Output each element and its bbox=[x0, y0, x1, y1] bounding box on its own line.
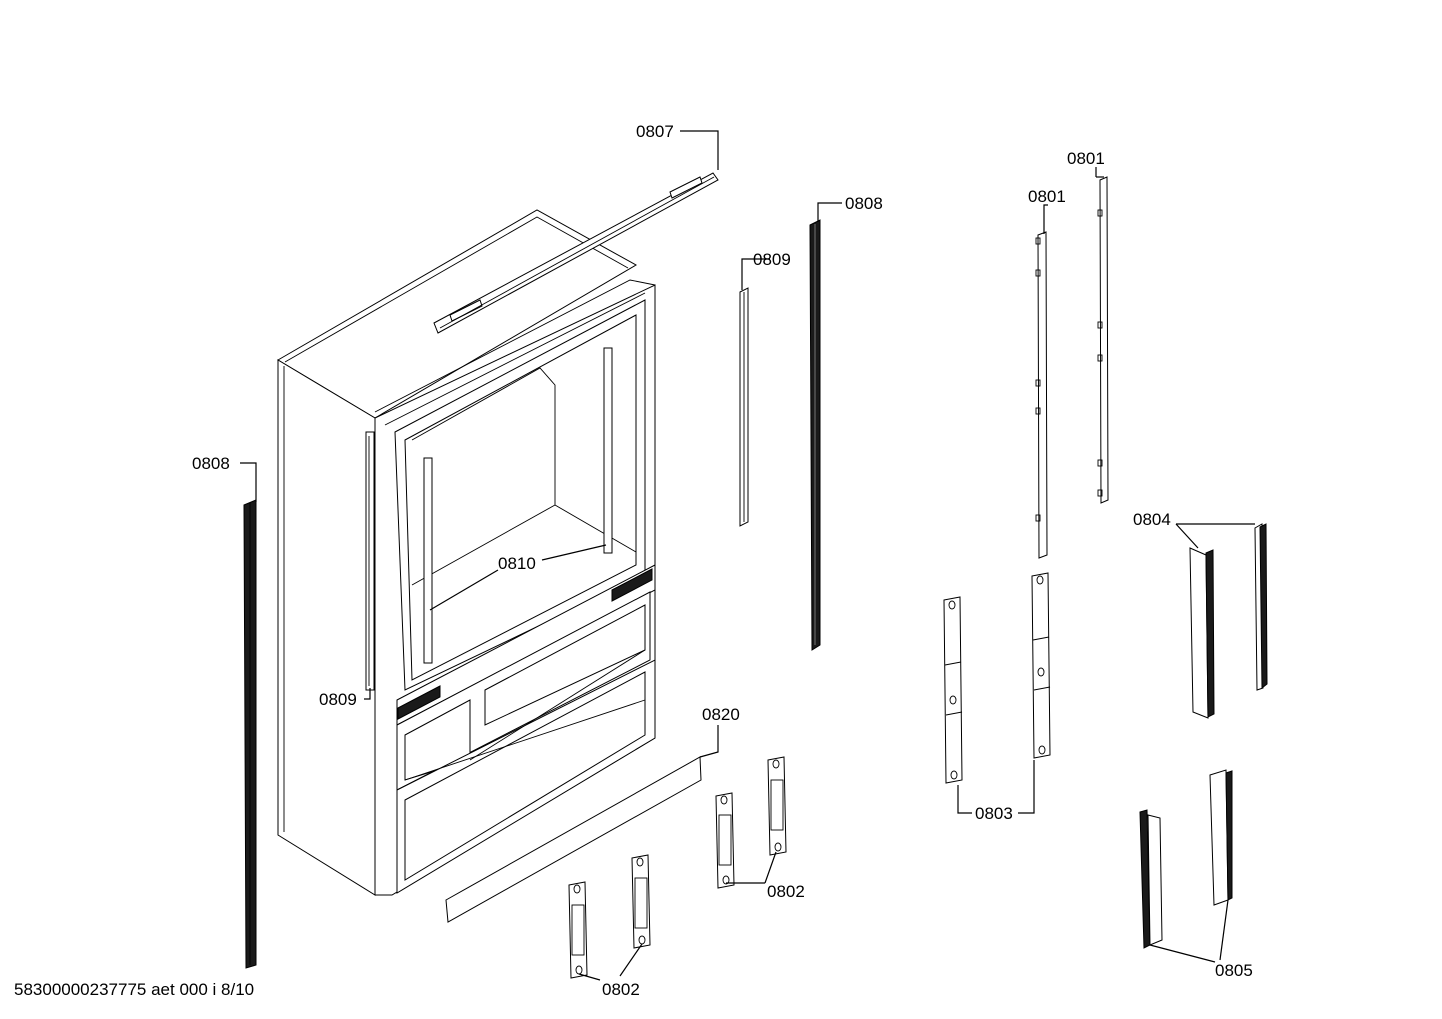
part-0805-profile-left bbox=[1139, 809, 1163, 949]
part-0805-profile-right bbox=[1209, 769, 1233, 906]
callout-0804: 0804 bbox=[1133, 510, 1171, 529]
leader-lines bbox=[240, 130, 1255, 981]
callout-0805: 0805 bbox=[1215, 961, 1253, 980]
part-0803-plate-left bbox=[943, 596, 963, 784]
part-0802-clip-mid-left bbox=[715, 792, 735, 889]
part-0808-left-seal bbox=[243, 499, 257, 969]
part-0803-plate-right bbox=[1031, 572, 1051, 759]
callout-0802-mid: 0802 bbox=[767, 882, 805, 901]
part-0801-bracket-right bbox=[1097, 176, 1109, 504]
part-0804-profile-right bbox=[1254, 523, 1268, 691]
callout-0803: 0803 bbox=[975, 804, 1013, 823]
callout-0808-right: 0808 bbox=[845, 194, 883, 213]
callout-0801-right: 0801 bbox=[1067, 149, 1105, 168]
cabinet-body bbox=[277, 209, 656, 896]
part-0807-top-rail bbox=[433, 172, 719, 334]
callout-0802-bottom: 0802 bbox=[602, 980, 640, 999]
part-0820-plinth-strip bbox=[445, 756, 702, 923]
callout-0820: 0820 bbox=[702, 705, 740, 724]
part-0809-right-seal bbox=[739, 287, 749, 527]
part-0802-clip-mid-right bbox=[767, 756, 787, 856]
part-0801-bracket-left bbox=[1035, 231, 1048, 559]
part-0808-right-seal bbox=[809, 219, 821, 651]
callout-0809-left: 0809 bbox=[319, 690, 357, 709]
part-0802-clip-bottom-left bbox=[568, 881, 588, 979]
callout-0808-left: 0808 bbox=[192, 454, 230, 473]
callout-0810: 0810 bbox=[498, 554, 536, 573]
document-code: 58300000237775 aet 000 i 8/10 bbox=[14, 980, 255, 999]
cabinet-side-seal bbox=[365, 431, 375, 691]
callout-0809-right: 0809 bbox=[753, 250, 791, 269]
callout-0801-left: 0801 bbox=[1028, 187, 1066, 206]
part-0802-clip-bottom-right bbox=[631, 854, 651, 949]
callout-0807: 0807 bbox=[636, 122, 674, 141]
callout-labels: 0807 0808 0809 0801 0801 0808 0810 0809 … bbox=[192, 122, 1253, 999]
part-0804-profile-left bbox=[1189, 547, 1215, 719]
